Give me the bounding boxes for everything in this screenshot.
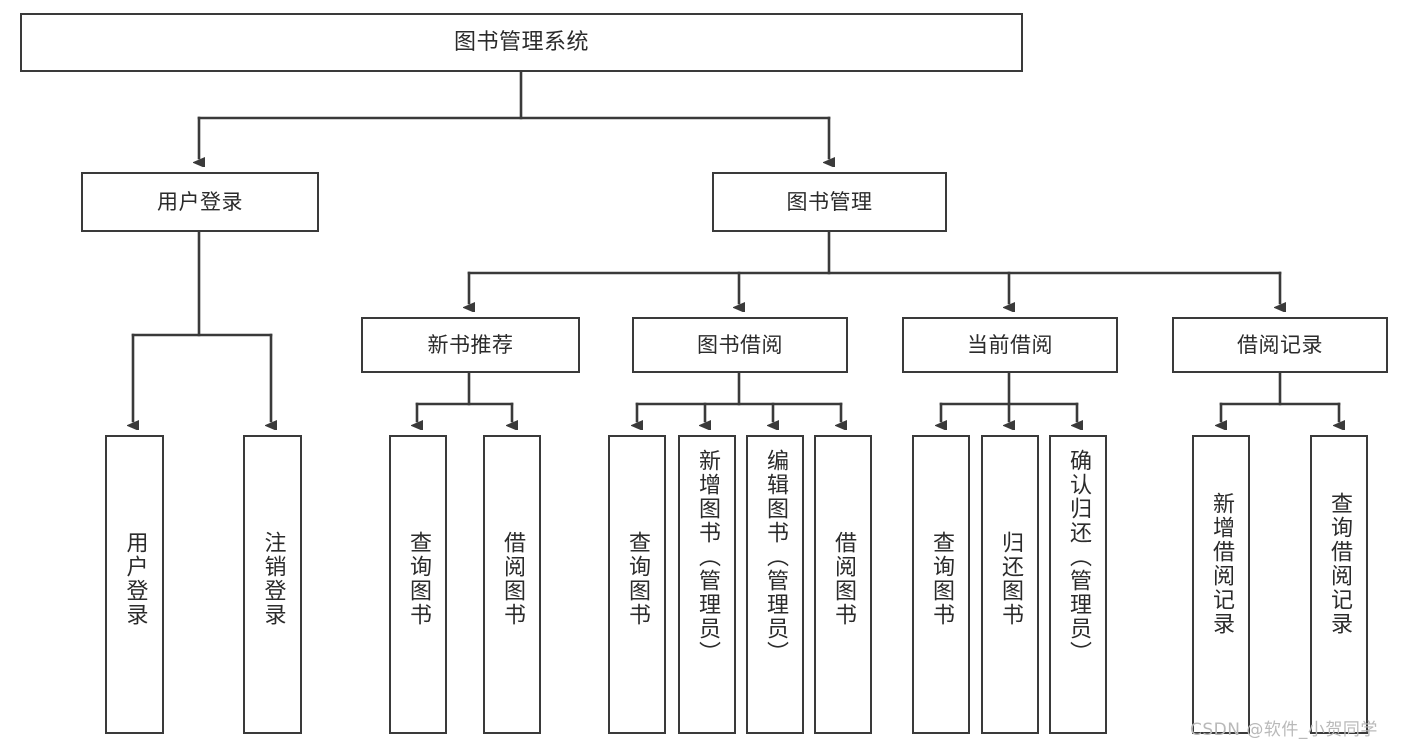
node-label: 图书借阅 (697, 332, 783, 357)
node-leaf-add-borrow-record[interactable]: 新增借阅记录 (1192, 435, 1250, 734)
node-label: 新书推荐 (427, 332, 514, 357)
csdn-watermark: CSDN @软件_小贺同学 (1190, 720, 1378, 740)
node-label: 查询图书 (625, 531, 650, 627)
node-label: 当前借阅 (967, 332, 1053, 357)
node-leaf-edit-book[interactable]: 编辑图书（管理员） (746, 435, 804, 734)
node-leaf-query-book-borrow[interactable]: 查询图书 (608, 435, 666, 734)
node-leaf-return-book[interactable]: 归还图书 (981, 435, 1039, 734)
node-label: 编辑图书（管理员） (763, 449, 788, 665)
node-leaf-query-book-recommend[interactable]: 查询图书 (389, 435, 447, 734)
node-book-manage[interactable]: 图书管理 (712, 172, 947, 232)
node-current-borrow[interactable]: 当前借阅 (902, 317, 1118, 373)
node-leaf-borrow-book-recommend[interactable]: 借阅图书 (483, 435, 541, 734)
node-label: 新增借阅记录 (1209, 492, 1234, 636)
node-new-book-recommend[interactable]: 新书推荐 (361, 317, 580, 373)
node-label: 图书管理系统 (453, 29, 589, 55)
node-label: 注销登录 (260, 531, 286, 627)
node-leaf-confirm-return[interactable]: 确认归还（管理员） (1049, 435, 1107, 734)
node-root-book-management-system[interactable]: 图书管理系统 (20, 13, 1023, 72)
node-label: 借阅图书 (831, 531, 856, 627)
node-leaf-logout-login[interactable]: 注销登录 (243, 435, 302, 734)
node-leaf-add-book[interactable]: 新增图书（管理员） (678, 435, 736, 734)
node-label: 查询图书 (929, 531, 954, 627)
node-label: 确认归还（管理员） (1066, 449, 1091, 665)
node-user-login[interactable]: 用户登录 (81, 172, 319, 232)
node-label: 归还图书 (998, 531, 1023, 627)
node-leaf-borrow-book-borrow[interactable]: 借阅图书 (814, 435, 872, 734)
node-label: 新增图书（管理员） (695, 449, 720, 665)
node-leaf-query-book-current[interactable]: 查询图书 (912, 435, 970, 734)
node-label: 图书管理 (786, 189, 873, 214)
node-label: 借阅图书 (500, 531, 525, 627)
node-book-borrow[interactable]: 图书借阅 (632, 317, 848, 373)
node-label: 查询借阅记录 (1327, 492, 1352, 636)
node-label: 用户登录 (122, 531, 148, 627)
node-leaf-user-login[interactable]: 用户登录 (105, 435, 164, 734)
node-label: 查询图书 (406, 531, 431, 627)
node-label: 借阅记录 (1237, 332, 1323, 357)
node-label: 用户登录 (157, 189, 243, 214)
node-borrow-record[interactable]: 借阅记录 (1172, 317, 1388, 373)
node-leaf-query-borrow-record[interactable]: 查询借阅记录 (1310, 435, 1368, 734)
